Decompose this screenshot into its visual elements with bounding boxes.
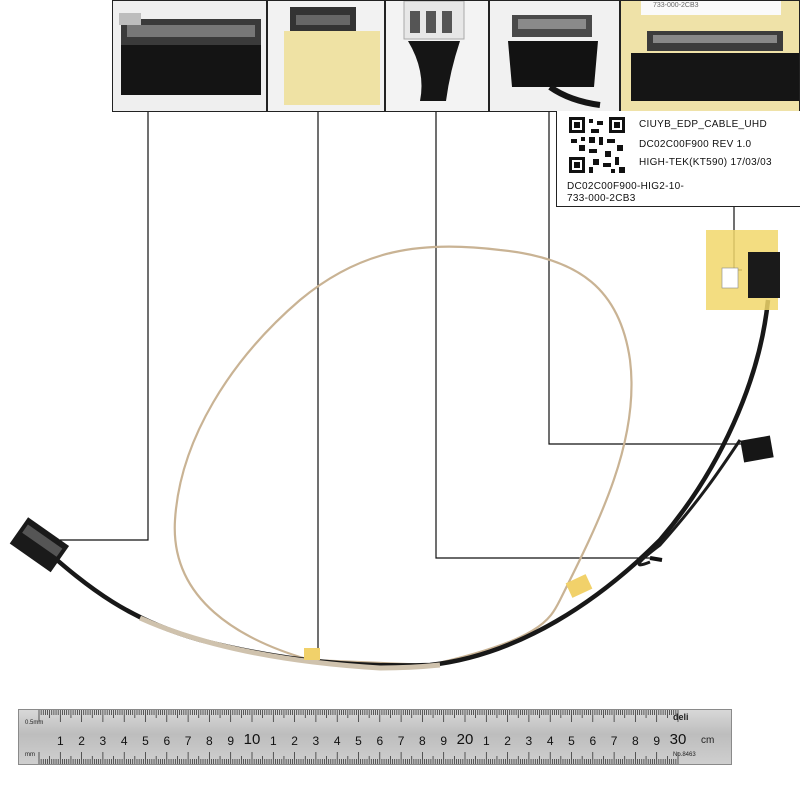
- ruler-number: 9: [653, 734, 661, 748]
- ruler-ticks: [38, 710, 679, 764]
- ruler-number: 1: [56, 734, 64, 748]
- ruler-number: 7: [184, 734, 192, 748]
- ruler-number: 4: [546, 734, 554, 748]
- label-line-2: DC02C00F900 REV 1.0: [639, 139, 752, 150]
- ruler-major-number: 20: [456, 731, 474, 748]
- ruler-number: 2: [78, 734, 85, 748]
- ruler-number: 1: [482, 734, 490, 748]
- ruler-number: 6: [376, 734, 384, 748]
- left-connector: [9, 517, 70, 573]
- ruler-number: 4: [120, 734, 128, 748]
- ruler-minor-label-top: 0.5mm: [25, 720, 44, 726]
- ruler-number: 6: [589, 734, 597, 748]
- ruler-number: 8: [419, 734, 426, 748]
- ruler-number: 3: [525, 734, 533, 748]
- ruler-number: 4: [333, 734, 341, 748]
- thumbnail-connector-3: [385, 0, 489, 112]
- thumbnail-connector-2: [267, 0, 385, 112]
- thumbnail-connector-4: [489, 0, 620, 112]
- thumbnail-connector-1: [112, 0, 267, 112]
- ruler-number: 2: [504, 734, 511, 748]
- ruler-number: 8: [206, 734, 213, 748]
- ruler-major-number: 30: [669, 731, 687, 748]
- ruler-number: 5: [568, 734, 575, 748]
- ruler-major-number: 10: [243, 731, 261, 748]
- ruler-number: 7: [610, 734, 618, 748]
- ruler-number: 5: [355, 734, 362, 748]
- qr-code-icon: [567, 115, 627, 175]
- ruler-unit: cm: [701, 735, 715, 746]
- ruler-number: 9: [227, 734, 235, 748]
- ruler-minor-label-bottom: mm: [25, 752, 35, 758]
- ruler-number: 6: [163, 734, 171, 748]
- thumbnail-connector-5: 733-000-2CB3: [620, 0, 800, 112]
- ruler-model: No.8463: [673, 752, 696, 758]
- ruler-number: 2: [291, 734, 298, 748]
- ruler-number: 3: [312, 734, 320, 748]
- thumbnail-caption: 733-000-2CB3: [653, 2, 699, 9]
- label-line-4: DC02C00F900-HIG2-10-: [567, 181, 685, 192]
- right-connector: [706, 230, 780, 310]
- label-line-3: HIGH-TEK(KT590) 17/03/03: [639, 157, 772, 168]
- ruler-number: 5: [142, 734, 149, 748]
- cable-label: CIUYB_EDP_CABLE_UHD DC02C00F900 REV 1.0 …: [556, 111, 800, 207]
- ruler-brand-logo: deli: [673, 712, 689, 722]
- ruler-number: 8: [632, 734, 639, 748]
- label-line-1: CIUYB_EDP_CABLE_UHD: [639, 119, 767, 130]
- ruler-number: 9: [440, 734, 448, 748]
- ruler-number: 3: [99, 734, 107, 748]
- ruler-number: 7: [397, 734, 405, 748]
- ruler-number: 1: [269, 734, 277, 748]
- label-line-5: 733-000-2CB3: [567, 193, 636, 204]
